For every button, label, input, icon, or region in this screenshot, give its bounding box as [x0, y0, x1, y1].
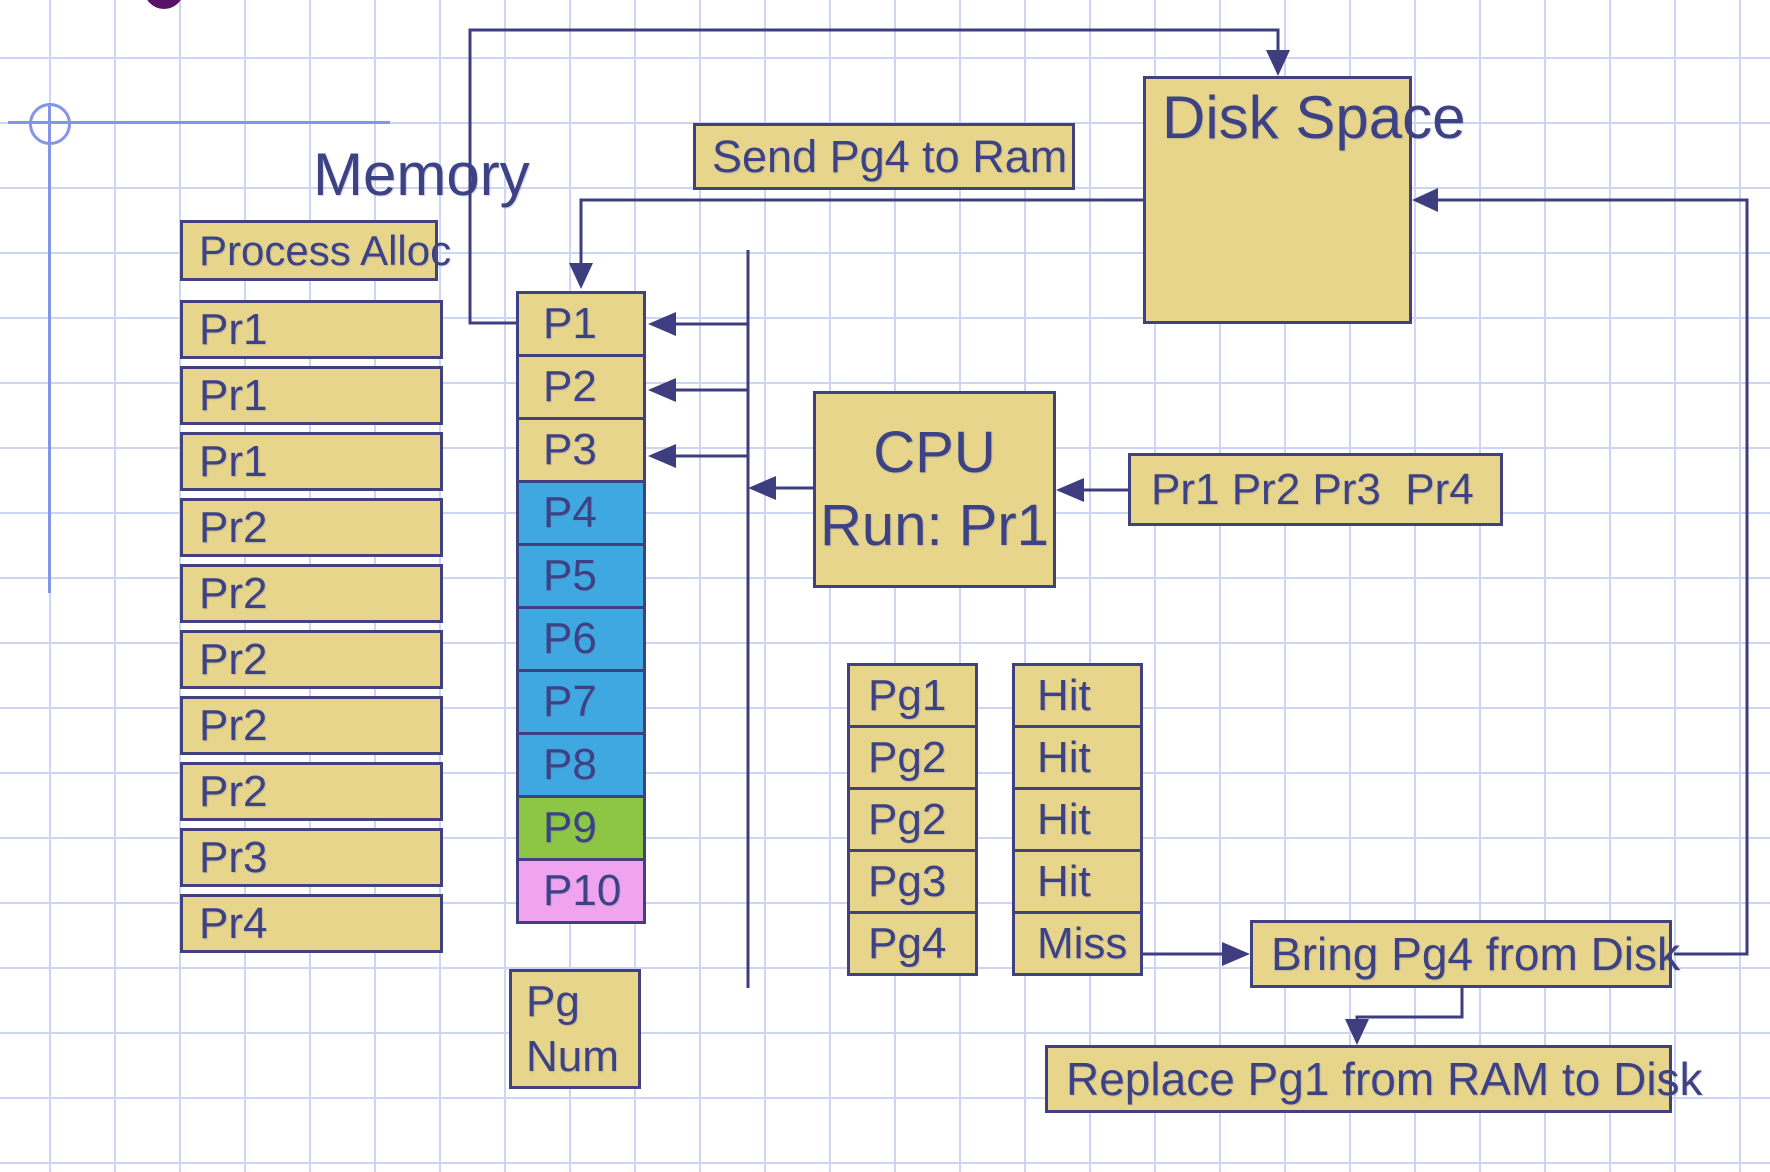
- process-row: Pr1: [180, 432, 443, 491]
- ruler-vertical-line: [48, 103, 51, 593]
- page-request: Pg3: [847, 849, 978, 914]
- caption-line: Num: [526, 1032, 619, 1081]
- cpu-label: CPU: [873, 420, 996, 485]
- process-row: Pr2: [180, 498, 443, 557]
- lookup-result: Miss: [1012, 911, 1143, 976]
- process-row: Pr2: [180, 630, 443, 689]
- page-frame: P2: [516, 354, 646, 420]
- page-frame: P6: [516, 606, 646, 672]
- process-row: Pr1: [180, 300, 443, 359]
- page-frame: P10: [516, 858, 646, 924]
- process-row: Pr2: [180, 696, 443, 755]
- page-frame: P7: [516, 669, 646, 735]
- page-frame: P1: [516, 291, 646, 357]
- replace-pg1-note: Replace Pg1 from RAM to Disk: [1045, 1045, 1703, 1113]
- page-request-column: Pg1 Pg2 Pg2 Pg3 Pg4: [847, 663, 978, 976]
- process-row: Pr2: [180, 564, 443, 623]
- lookup-result-column: Hit Hit Hit Hit Miss: [1012, 663, 1143, 976]
- page-request: Pg1: [847, 663, 978, 728]
- page-frame: P3: [516, 417, 646, 483]
- page-request: Pg4: [847, 911, 978, 976]
- process-row: Pr2: [180, 762, 443, 821]
- lookup-result: Hit: [1012, 725, 1143, 790]
- slide-bullet-dot: [144, 0, 184, 9]
- process-row: Pr4: [180, 894, 443, 953]
- caption-line: Pg: [526, 977, 580, 1026]
- lookup-result: Hit: [1012, 663, 1143, 728]
- disk-space-box: Disk Space: [1143, 76, 1465, 324]
- process-row: Pr3: [180, 828, 443, 887]
- disk-space-label: Disk Space: [1162, 84, 1466, 151]
- lookup-result: Hit: [1012, 849, 1143, 914]
- memory-title: Memory: [313, 141, 530, 208]
- ruler-horizontal-line: [8, 121, 390, 124]
- page-request: Pg2: [847, 725, 978, 790]
- page-request: Pg2: [847, 787, 978, 852]
- page-frame-column: P1 P2 P3 P4 P5 P6 P7 P8 P9 P10: [516, 291, 646, 924]
- page-frame: P4: [516, 480, 646, 546]
- send-pg4-note: Send Pg4 to Ram: [693, 123, 1075, 190]
- page-frame: P9: [516, 795, 646, 861]
- process-alloc-column: Pr1 Pr1 Pr1 Pr2 Pr2 Pr2 Pr2 Pr2 Pr3 Pr4: [180, 300, 443, 960]
- ready-queue-box: Pr1 Pr2 Pr3 Pr4: [1128, 453, 1503, 526]
- lookup-result: Hit: [1012, 787, 1143, 852]
- process-alloc-header: Process Alloc: [180, 220, 451, 281]
- process-row: Pr1: [180, 366, 443, 425]
- cpu-box: CPU Run: Pr1: [813, 391, 1056, 588]
- cpu-run-label: Run: Pr1: [820, 492, 1049, 558]
- page-frame: P5: [516, 543, 646, 609]
- page-number-caption: Pg Num: [509, 969, 641, 1089]
- compass-circle-icon: [29, 103, 71, 145]
- page-frame: P8: [516, 732, 646, 798]
- bring-pg4-note: Bring Pg4 from Disk: [1250, 920, 1680, 988]
